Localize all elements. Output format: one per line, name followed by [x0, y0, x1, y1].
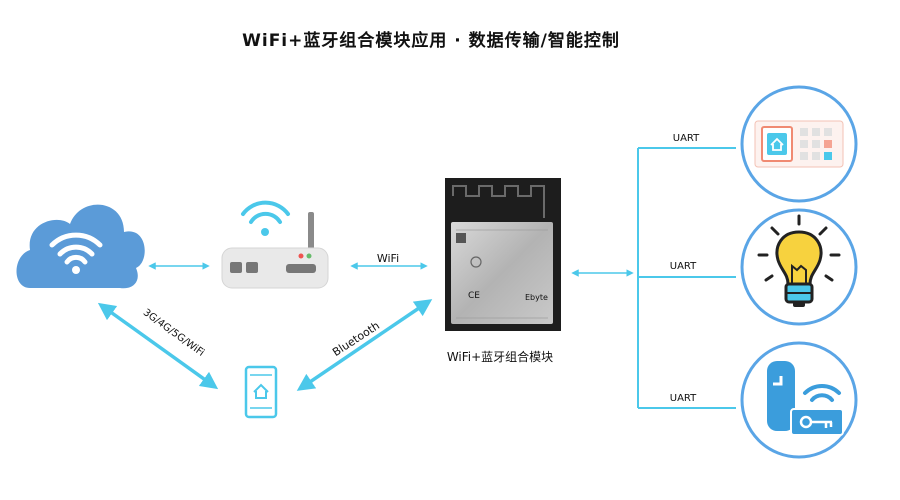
- light-bulb-icon: [740, 208, 858, 326]
- router-icon: [221, 200, 329, 289]
- smart-panel-icon: [740, 85, 858, 203]
- uart-label-top: UART: [673, 133, 700, 144]
- page-title: WiFi+蓝牙组合模块应用 · 数据传输/智能控制: [242, 31, 620, 51]
- chip-marking: Ebyte: [525, 293, 548, 302]
- uart-label-middle: UART: [670, 261, 697, 272]
- wifi-link-label: WiFi: [377, 252, 399, 265]
- cellular-link-label: 3G/4G/5G/WiFi: [141, 307, 206, 359]
- uart-bus: [637, 147, 736, 409]
- module-caption: WiFi+蓝牙组合模块: [447, 349, 553, 364]
- cloud-wifi-icon: [16, 204, 145, 289]
- smartphone-home-icon: [244, 365, 278, 419]
- uart-label-bottom: UART: [670, 393, 697, 404]
- cloud-phone-link: [97, 302, 219, 390]
- phone-module-link: [296, 299, 433, 391]
- svg-text:CE: CE: [468, 291, 480, 301]
- wifi-bt-module: CE Ebyte: [445, 178, 561, 331]
- smart-lock-icon: [740, 341, 858, 459]
